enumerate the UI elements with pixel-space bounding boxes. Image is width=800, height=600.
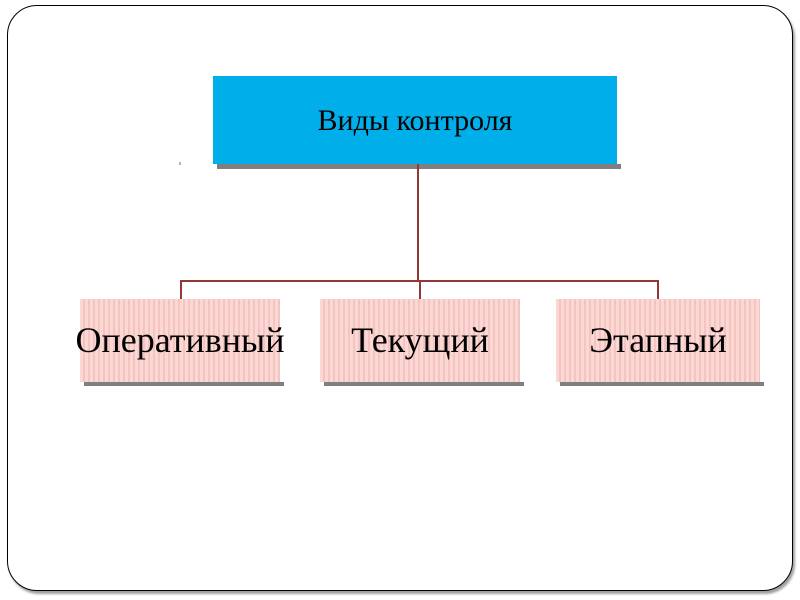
node-child-tekushchy: Текущий bbox=[320, 299, 524, 386]
connector-trunk bbox=[417, 164, 419, 281]
node-child-label: Этапный bbox=[589, 319, 727, 360]
connector-drop-center bbox=[419, 281, 421, 299]
node-root-label: Виды контроля bbox=[317, 103, 513, 137]
node-child-label: Оперативный bbox=[75, 319, 285, 360]
node-child-etapny: Этапный bbox=[556, 299, 764, 386]
node-root-vidy-kontrolya: Виды контроля bbox=[213, 76, 621, 169]
node-child-operativny: Оперативный bbox=[76, 299, 285, 386]
node-child-label: Текущий bbox=[351, 319, 489, 360]
connector-drop-right bbox=[657, 281, 659, 299]
connector-drop-left bbox=[180, 281, 182, 299]
stray-mark bbox=[179, 162, 181, 165]
